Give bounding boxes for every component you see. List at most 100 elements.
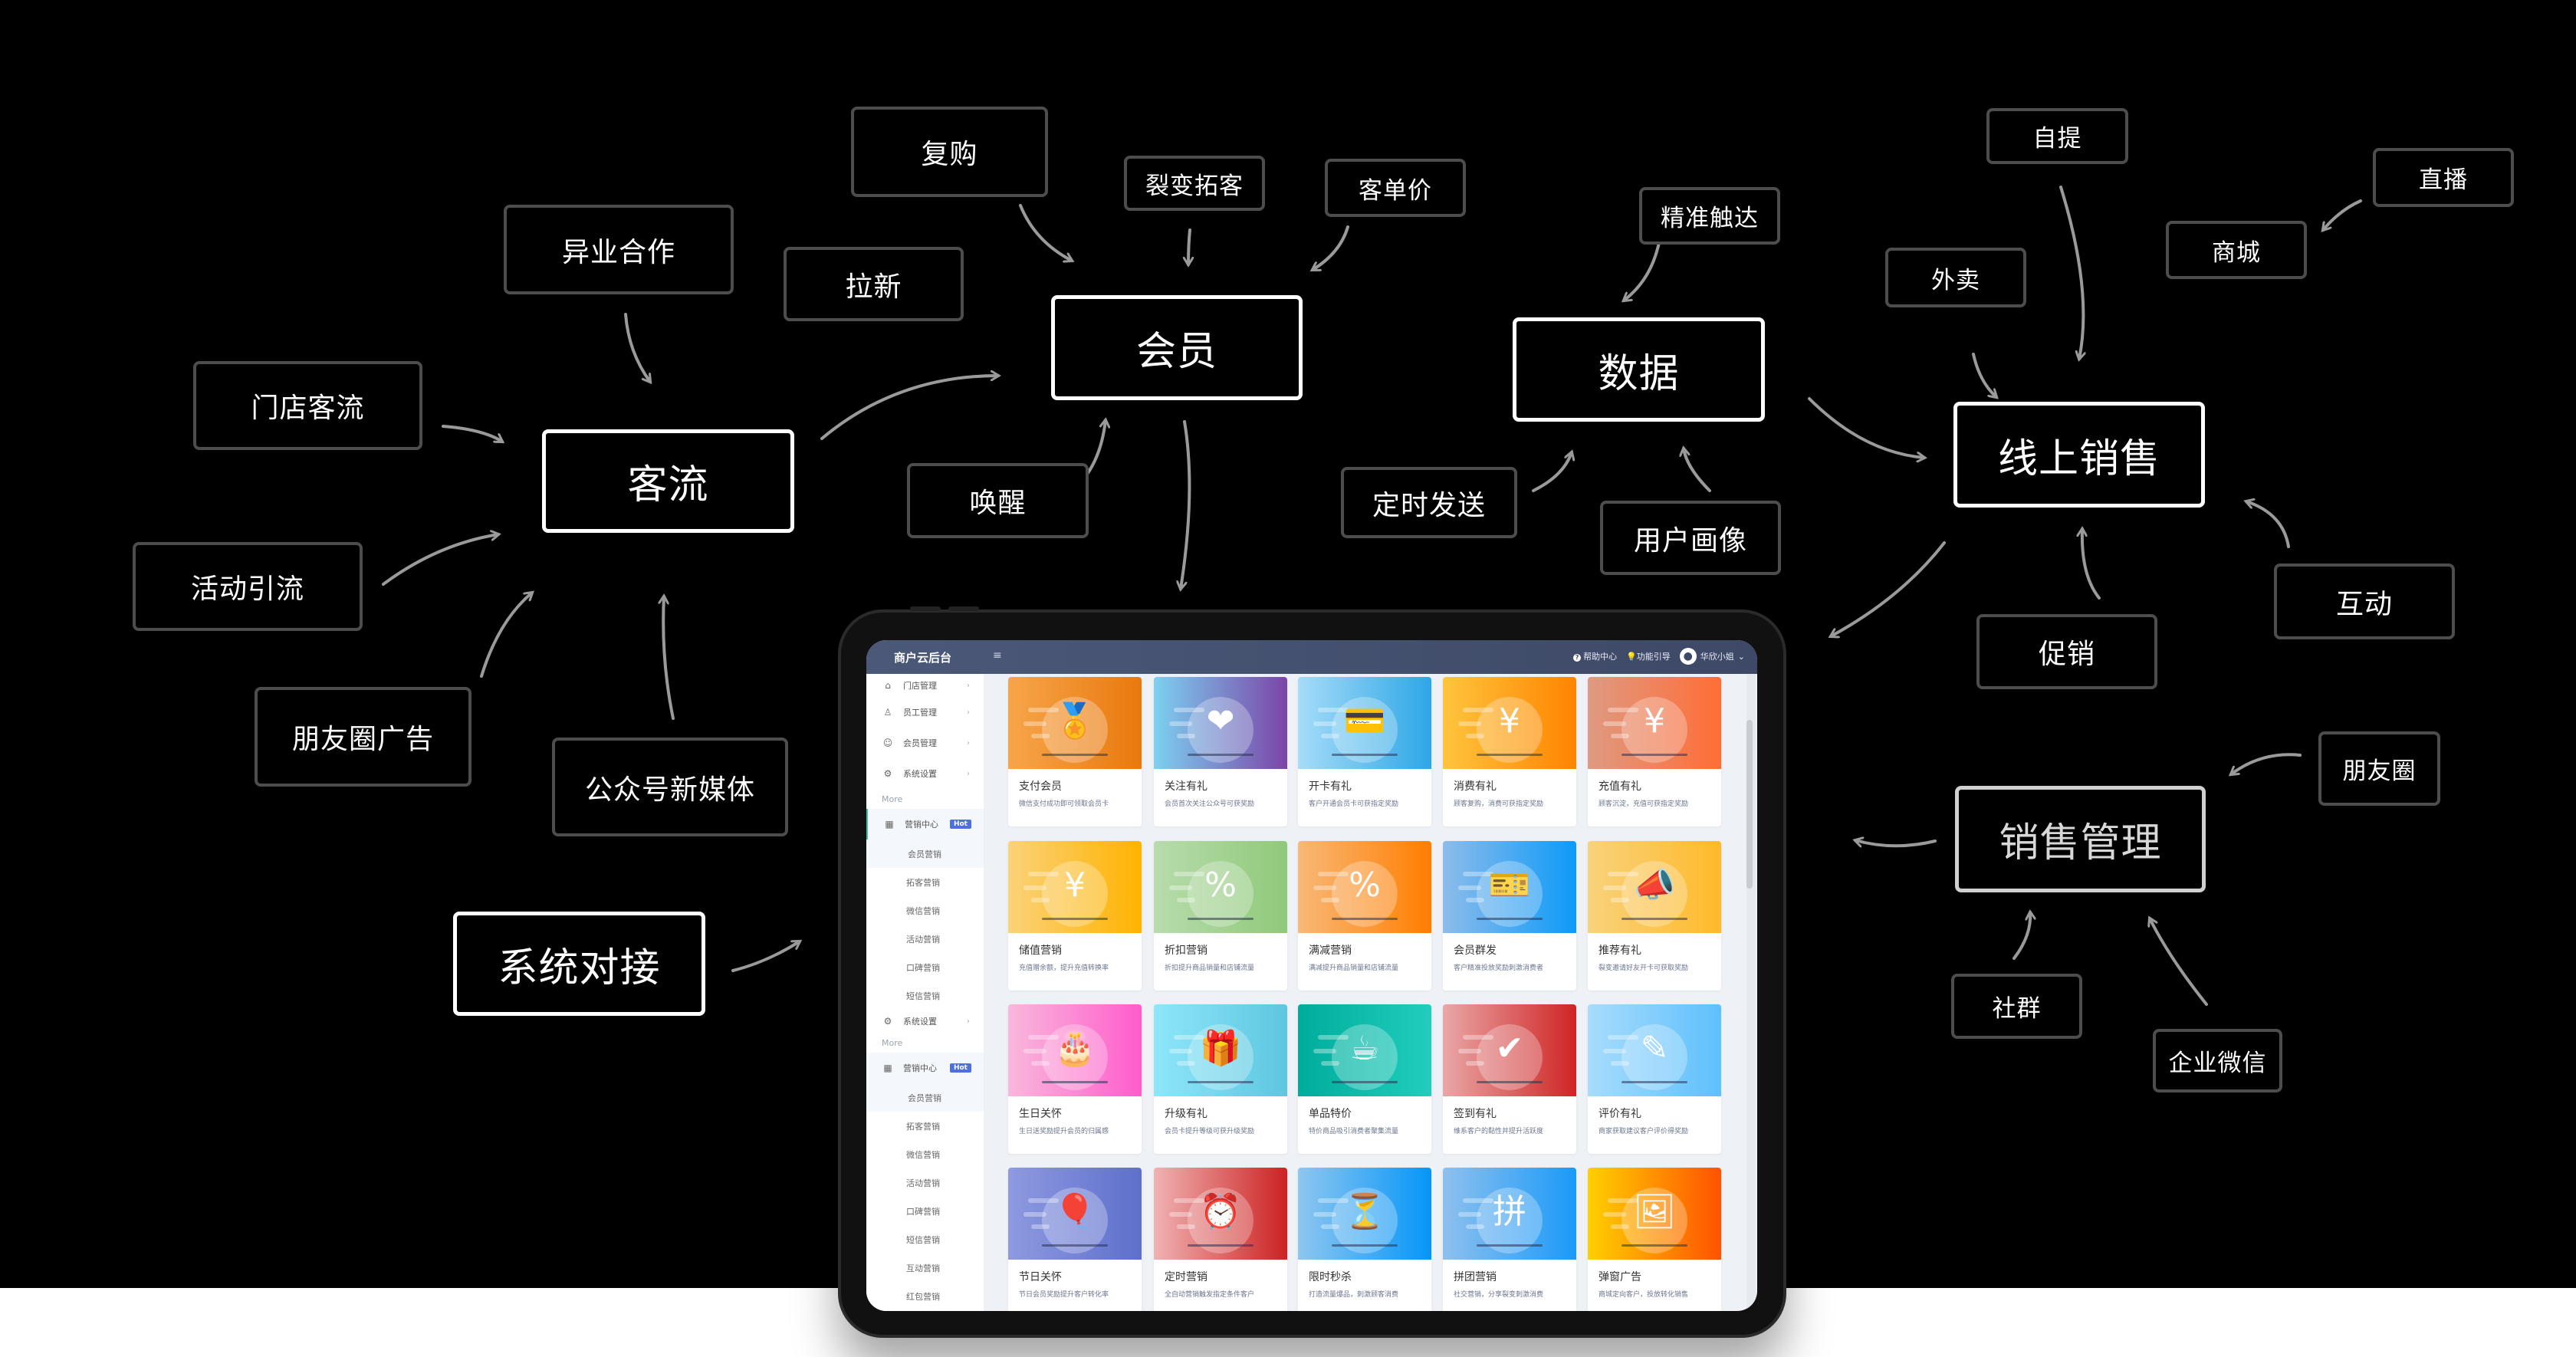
card-illustration: 🏅	[1008, 677, 1142, 769]
marketing-card[interactable]: ¥ 消费有礼顾客复购，消费可获指定奖励	[1443, 677, 1576, 826]
sidebar-subitem[interactable]: 拓客营销	[906, 877, 940, 888]
marketing-card[interactable]: 🎈节日关怀节日会员奖励提升客户转化率	[1008, 1168, 1142, 1311]
card-illustration: 🎂	[1008, 1004, 1142, 1096]
user-name: 华欣小姐	[1700, 652, 1734, 662]
sidebar-item-members[interactable]: ☺会员管理›	[866, 728, 984, 758]
app-header: 商户云后台 ≡ ?帮助中心 💡功能引导 ● 华欣小姐 ⌄	[866, 640, 1757, 674]
feature-guide-link[interactable]: 💡功能引导	[1626, 650, 1671, 662]
sidebar-subitem[interactable]: 微信营销	[906, 1149, 940, 1160]
sidebar-subitem[interactable]: 互动营销	[906, 1263, 940, 1273]
sidebar-subitem[interactable]: 活动营销	[906, 1178, 940, 1188]
card-icon: ✔	[1495, 1029, 1524, 1068]
sidebar-subitem[interactable]: 活动营销	[906, 934, 940, 945]
sidebar-item-store[interactable]: ⌂门店管理›	[866, 674, 984, 697]
chevron-right-icon: ›	[967, 1017, 970, 1026]
sidebar-item-label: 营销中心	[903, 1063, 937, 1073]
marketing-card[interactable]: %满减营销满减提升商品销量和店铺流量	[1298, 841, 1431, 991]
gear-icon: ⚙	[883, 1016, 892, 1027]
node-fugou: 复购	[851, 107, 1048, 197]
marketing-card[interactable]: ✔签到有礼维系客户的黏性并提升活跃度	[1443, 1004, 1576, 1154]
card-illustration: ⏰	[1154, 1168, 1287, 1260]
marketing-card[interactable]: ❤关注有礼会员首次关注公众号可获奖励	[1154, 677, 1287, 826]
card-description: 顾客复购，消费可获指定奖励	[1454, 800, 1544, 808]
sidebar-subitem[interactable]: 口碑营销	[906, 962, 940, 973]
help-center-link[interactable]: ?帮助中心	[1573, 650, 1617, 662]
marketing-card[interactable]: 🎁升级有礼会员卡提升等级可获升级奖励	[1154, 1004, 1287, 1154]
card-description: 会员首次关注公众号可获奖励	[1165, 800, 1255, 808]
card-description: 打造流量爆品，刺激顾客消费	[1309, 1291, 1399, 1299]
sidebar-subitem[interactable]: 短信营销	[906, 1234, 940, 1245]
sidebar-item-settings[interactable]: ⚙系统设置›	[866, 758, 984, 789]
card-title: 折扣营销	[1165, 945, 1208, 957]
question-icon: ?	[1573, 654, 1582, 662]
hamburger-icon[interactable]: ≡	[993, 649, 1002, 662]
hub-xitong: 系统对接	[453, 912, 705, 1016]
card-icon: ¥	[1644, 702, 1665, 741]
node-zhibo: 直播	[2373, 148, 2514, 207]
guide-label: 功能引导	[1636, 652, 1671, 662]
marketing-card[interactable]: 📣推荐有礼裂变邀请好友开卡可获取奖励	[1588, 841, 1721, 991]
sidebar-item-staff[interactable]: ♙员工管理›	[866, 697, 984, 728]
sidebar-item-label: 员工管理	[903, 708, 937, 718]
card-illustration: %	[1154, 841, 1287, 933]
marketing-card[interactable]: 💳开卡有礼客户开通会员卡可获指定奖励	[1298, 677, 1431, 826]
marketing-card[interactable]: 🎫会员群发客户精准投放奖励刺激消费者	[1443, 841, 1576, 991]
node-jingzhun: 精准触达	[1639, 187, 1780, 245]
card-icon: 🏅	[1053, 702, 1096, 741]
card-description: 社交营销，分享裂变刺激消费	[1454, 1291, 1544, 1299]
card-icon: 📣	[1633, 866, 1676, 905]
sidebar-subitem[interactable]: 短信营销	[906, 991, 940, 1001]
marketing-card[interactable]: ⏳限时秒杀打造流量爆品，刺激顾客消费	[1298, 1168, 1431, 1311]
bulb-icon: 💡	[1626, 652, 1637, 662]
sidebar-subitem[interactable]: 拓客营销	[906, 1121, 940, 1132]
node-cuxiao: 促销	[1976, 614, 2157, 689]
marketing-card[interactable]: 🎂生日关怀生日送奖励提升会员的归属感	[1008, 1004, 1142, 1154]
sidebar-item-settings-2[interactable]: ⚙ 系统设置 ›	[866, 1010, 984, 1033]
sidebar-subitem[interactable]: 会员营销	[866, 840, 984, 868]
sidebar-subitem[interactable]: 红包营销	[906, 1291, 940, 1302]
hub-xiaoshou: 销售管理	[1955, 786, 2206, 892]
node-huaxiang: 用户画像	[1600, 501, 1781, 575]
scrollbar-thumb[interactable]	[1746, 720, 1753, 889]
user-menu[interactable]: ● 华欣小姐 ⌄	[1679, 648, 1745, 665]
card-illustration: ¥	[1588, 677, 1721, 769]
marketing-card[interactable]: 🏅支付会员微信支付成功即可领取会员卡	[1008, 677, 1142, 826]
card-title: 充值有礼	[1598, 780, 1641, 793]
marketing-card[interactable]: ✎评价有礼商家获取建议客户评价得奖励	[1588, 1004, 1721, 1154]
card-title: 消费有礼	[1454, 780, 1497, 793]
marketing-card[interactable]: ⏰定时营销全自动营销触发指定条件客户	[1154, 1168, 1287, 1311]
node-mendian: 门店客流	[193, 361, 422, 450]
avatar: ●	[1679, 648, 1697, 665]
card-illustration: 🎈	[1008, 1168, 1142, 1260]
marketing-card[interactable]: 🖼弹窗广告商城定向客户，投放转化销售	[1588, 1168, 1721, 1311]
card-description: 维系客户的黏性并提升活跃度	[1454, 1128, 1544, 1135]
card-icon: 🖼	[1633, 1192, 1676, 1231]
sidebar-subitem[interactable]: 微信营销	[906, 905, 940, 916]
marketing-card[interactable]: ☕单品特价特价商品吸引消费者聚集流量	[1298, 1004, 1431, 1154]
node-huanxing: 唤醒	[907, 463, 1089, 538]
card-icon: ⏳	[1343, 1192, 1386, 1231]
card-icon: ✎	[1640, 1029, 1669, 1068]
card-icon: 🎂	[1053, 1029, 1096, 1068]
card-description: 生日送奖励提升会员的归属感	[1019, 1128, 1109, 1135]
card-description: 全自动营销触发指定条件客户	[1165, 1291, 1255, 1299]
marketing-card[interactable]: ¥储值营销充值赠余额，提升充值转换率	[1008, 841, 1142, 991]
scrollbar-track[interactable]	[1746, 674, 1756, 1311]
card-icon: ¥	[1499, 702, 1520, 741]
card-icon: 拼	[1493, 1192, 1526, 1231]
sidebar-subitem[interactable]: 口碑营销	[906, 1206, 940, 1217]
card-title: 满减营销	[1309, 945, 1352, 957]
card-description: 商家获取建议客户评价得奖励	[1598, 1128, 1689, 1135]
card-illustration: %	[1298, 841, 1431, 933]
card-description: 顾客沉淀，充值可获指定奖励	[1598, 800, 1689, 808]
marketing-card[interactable]: %折扣营销折扣提升商品销量和店铺流量	[1154, 841, 1287, 991]
sidebar-item-label: 系统设置	[903, 1017, 937, 1027]
sidebar-subitem[interactable]: 会员营销	[866, 1083, 984, 1112]
node-gongzhonghao: 公众号新媒体	[552, 738, 788, 836]
marketing-card[interactable]: ¥ 充值有礼顾客沉淀，充值可获指定奖励	[1588, 677, 1721, 826]
tablet-button	[948, 606, 979, 611]
marketing-card[interactable]: 拼拼团营销社交营销，分享裂变刺激消费	[1443, 1168, 1576, 1311]
sidebar-item-label: 营销中心	[905, 820, 938, 830]
